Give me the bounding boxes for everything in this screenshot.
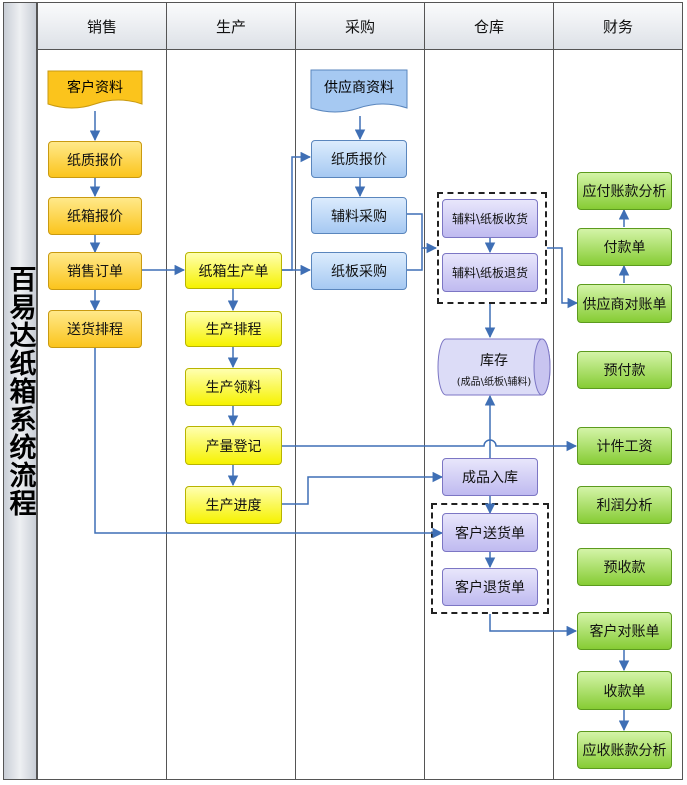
customer-reconciliation-node[interactable]: 客户对账单: [577, 612, 672, 650]
inventory-node[interactable]: 库存 (成品\纸板\辅料): [438, 343, 550, 395]
lane-header-warehouse: 仓库: [425, 3, 553, 50]
piece-wage-node[interactable]: 计件工资: [577, 427, 672, 465]
advance-receipt-node[interactable]: 预收款: [577, 548, 672, 586]
sales-order-node[interactable]: 销售订单: [48, 252, 142, 290]
delivery-schedule-node[interactable]: 送货排程: [48, 310, 142, 348]
inventory-subtitle: (成品\纸板\辅料): [456, 377, 532, 388]
flow-title: 百易达纸箱系统流程: [4, 265, 36, 517]
customer-return-node[interactable]: 客户退货单: [442, 568, 538, 606]
production-material-node[interactable]: 生产领料: [185, 368, 282, 406]
material-group: [437, 192, 547, 304]
lane-sales: 销售: [37, 2, 167, 780]
customer-info-node[interactable]: 客户资料: [67, 80, 123, 96]
receipt-slip-node[interactable]: 收款单: [577, 671, 672, 710]
inventory-title: 库存: [480, 353, 508, 369]
board-purchase-node[interactable]: 纸板采购: [311, 252, 407, 290]
lane-header-finance: 财务: [554, 3, 682, 50]
purchase-paper-quote-node[interactable]: 纸质报价: [311, 140, 407, 178]
receivables-analysis-node[interactable]: 应收账款分析: [577, 731, 672, 769]
supplier-info-node[interactable]: 供应商资料: [324, 80, 394, 96]
carton-quote-node[interactable]: 纸箱报价: [48, 197, 142, 235]
payment-slip-node[interactable]: 付款单: [577, 228, 672, 266]
lane-header-sales: 销售: [38, 3, 166, 50]
lane-header-purchase: 采购: [296, 3, 424, 50]
prepayment-node[interactable]: 预付款: [577, 351, 672, 389]
production-schedule-node[interactable]: 生产排程: [185, 311, 282, 347]
material-return-node[interactable]: 辅料\纸板退货: [442, 253, 538, 292]
material-receipt-node[interactable]: 辅料\纸板收货: [442, 199, 538, 238]
customer-delivery-node[interactable]: 客户送货单: [442, 513, 538, 552]
production-progress-node[interactable]: 生产进度: [185, 486, 282, 524]
lane-purchase: 采购: [295, 2, 425, 780]
title-bar: 百易达纸箱系统流程: [3, 2, 37, 780]
supplier-reconciliation-node[interactable]: 供应商对账单: [577, 284, 672, 323]
output-registration-node[interactable]: 产量登记: [185, 426, 282, 465]
sales-paper-quote-node[interactable]: 纸质报价: [48, 141, 142, 178]
lane-finance: 财务: [553, 2, 683, 780]
accessory-purchase-node[interactable]: 辅料采购: [311, 197, 407, 234]
lane-header-production: 生产: [167, 3, 295, 50]
carton-production-order-node[interactable]: 纸箱生产单: [185, 252, 282, 289]
payables-analysis-node[interactable]: 应付账款分析: [577, 172, 672, 210]
profit-analysis-node[interactable]: 利润分析: [577, 486, 672, 524]
finished-goods-in-node[interactable]: 成品入库: [442, 458, 538, 496]
